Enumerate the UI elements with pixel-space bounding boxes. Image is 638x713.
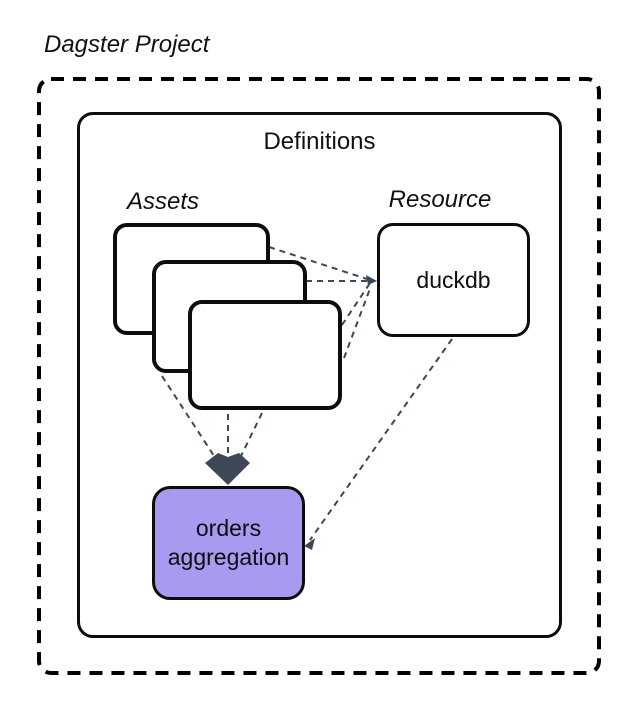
arrow-down-left-icon [304,538,315,550]
connector-line-asset4-duckdb [343,285,372,359]
connector-line-asset3-duckdb [341,282,371,326]
resource-group-label: Resource [388,186,492,213]
connector-line-asset-orders-left [161,375,217,460]
connector-line-asset1-duckdb [268,246,371,281]
orders-aggregation-node: orders aggregation [152,486,305,600]
connector-line-duckdb-orders [309,338,453,541]
arrow-right-icon [366,275,377,285]
connector-line-asset-orders-right [240,412,263,457]
arrow-down-icon [205,453,250,485]
assets-group-label: Assets [126,188,200,215]
diagram-title: Dagster Project [44,31,210,58]
asset-card-front [188,300,342,410]
duckdb-node: duckdb [377,223,530,337]
duckdb-node-label: duckdb [416,266,491,293]
orders-aggregation-label: orders aggregation [167,515,290,570]
definitions-label: Definitions [263,128,376,155]
project-boundary [37,77,601,675]
